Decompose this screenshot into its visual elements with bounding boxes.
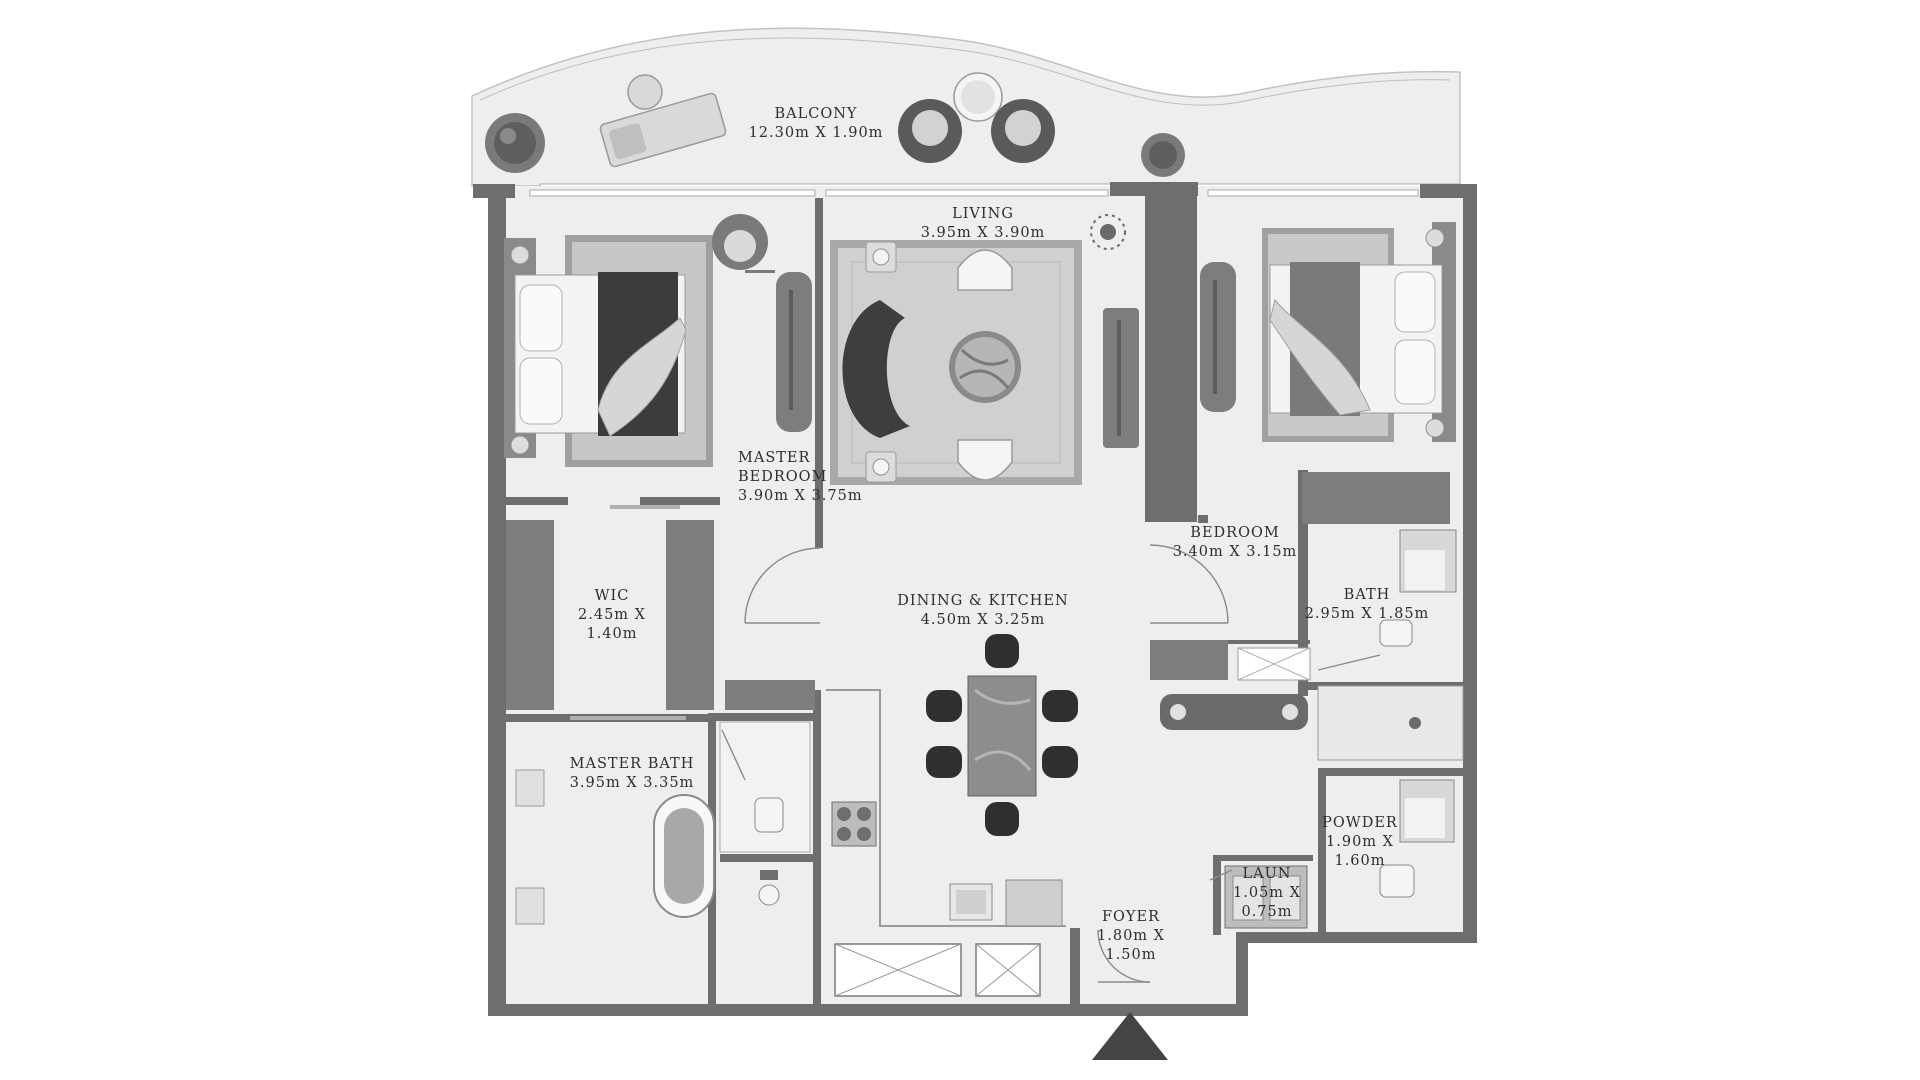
plant-icon [1141,133,1185,177]
bedroom-name: BEDROOM [1190,525,1279,541]
entrance-arrow-icon [1092,1012,1168,1060]
bathtub-icon [653,794,715,918]
bath-name: BATH [1344,587,1391,603]
balcony [471,27,1461,195]
balcony-size: 12.30m X 1.90m [749,125,884,141]
foyer-closets [834,943,1041,997]
wic-size-line1: 2.45m X [578,607,646,623]
living-name: LIVING [952,206,1014,222]
master-bath-size: 3.95m X 3.35m [570,775,695,791]
powder-name: POWDER [1322,815,1398,831]
laun-name: LAUN [1242,866,1291,882]
foyer-size-line1: 1.80m X [1097,928,1165,944]
bedroom: BEDROOM 3.40m X 3.15m [1149,222,1456,730]
foyer: FOYER 1.80m X 1.50m [1097,869,1233,983]
lounger-icon [599,74,727,168]
sofa-icon [842,300,910,438]
laun: LAUN 1.05m X 0.75m [1224,865,1308,929]
wic: WIC 2.45m X 1.40m [506,505,714,720]
toilet-icon [758,870,780,906]
armchair-icon [712,214,775,273]
dining-table-icon [926,634,1078,836]
living: LIVING 3.95m X 3.90m [830,206,1139,485]
stove-icon [831,801,877,847]
sink-icon [949,883,993,921]
foyer-size-line2: 1.50m [1105,947,1156,963]
plant-icon [1090,214,1126,250]
bed-icon [504,238,687,458]
laun-size-line2: 0.75m [1241,904,1292,920]
powder-size-line1: 1.90m X [1326,834,1394,850]
wic-name: WIC [595,588,630,604]
dining-kitchen-name: DINING & KITCHEN [897,593,1068,609]
walls [473,182,1477,1016]
master-bedroom-name-line2: BEDROOM [738,469,827,485]
master-bath: MASTER BATH 3.95m X 3.35m [515,721,811,925]
bedroom-size: 3.40m X 3.15m [1173,544,1298,560]
dining-kitchen: DINING & KITCHEN 4.50m X 3.25m [725,547,1078,927]
laun-size-line1: 1.05m X [1233,885,1301,901]
master-bedroom-name-line1: MASTER [738,450,811,466]
dining-kitchen-size: 4.50m X 3.25m [921,612,1046,628]
powder: POWDER 1.90m X 1.60m [1322,779,1455,898]
bath: BATH 2.95m X 1.85m [1305,529,1464,761]
plant-icon [485,113,545,173]
master-bedroom-size: 3.90m X 3.75m [738,488,863,504]
bed-icon [1269,222,1456,442]
balcony-seating [898,72,1055,163]
powder-size-line2: 1.60m [1334,853,1385,869]
master-bedroom: MASTER BEDROOM 3.90m X 3.75m [504,214,863,504]
balcony-name: BALCONY [775,106,858,122]
master-bath-name: MASTER BATH [570,756,695,772]
wic-size-line2: 1.40m [586,626,637,642]
bath-size: 2.95m X 1.85m [1305,606,1430,622]
foyer-name: FOYER [1102,909,1160,925]
living-size: 3.95m X 3.90m [921,225,1046,241]
